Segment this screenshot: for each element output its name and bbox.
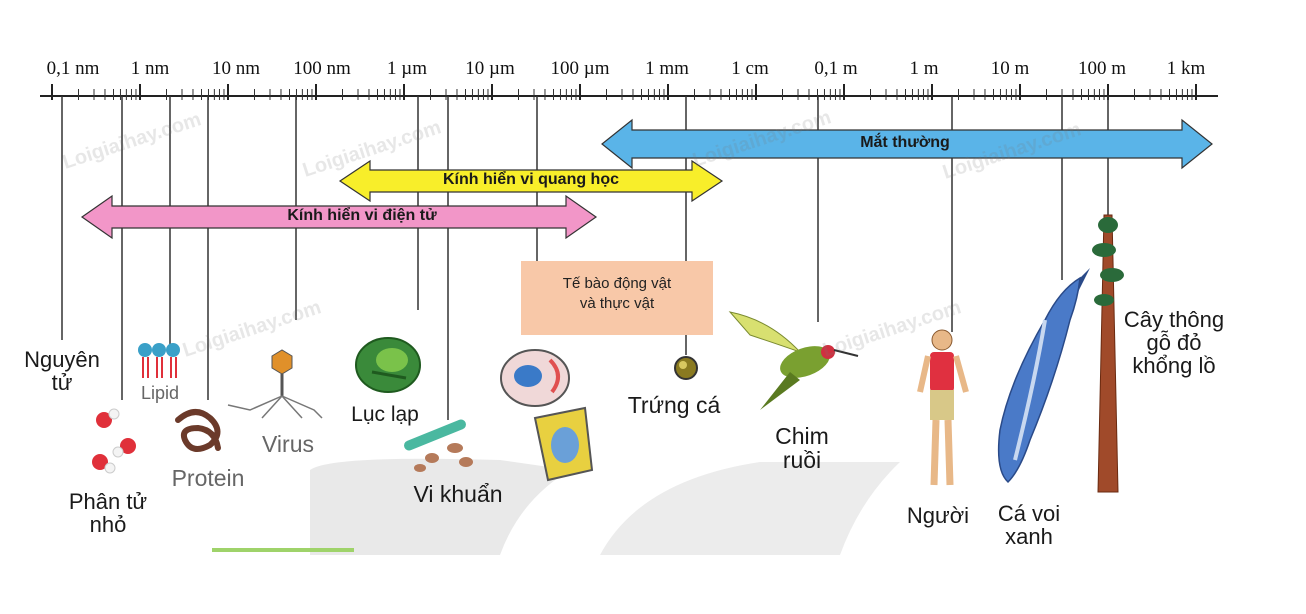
small-molecule-label-line-2: nhỏ	[89, 512, 127, 538]
atom-label-line-2: tử	[51, 370, 73, 396]
redwood-tree-label-line-1: Cây thông	[1123, 307, 1225, 332]
small-molecule-label-line-1: Phân tử	[68, 489, 148, 514]
light-microscope-range-label: Kính hiển vi quang học	[443, 171, 619, 188]
protein-label: Protein	[171, 465, 245, 491]
virus-label: Virus	[262, 431, 314, 457]
cell-label-line-2: và thực vật	[579, 295, 655, 312]
hummingbird-label: Chim ruồi	[760, 424, 844, 472]
scale-ticks	[51, 84, 1197, 100]
hummingbird-label-line-1: Chim	[775, 423, 829, 449]
electron-microscope-range-arrow	[80, 194, 598, 240]
redwood-tree-label: Cây thông gỗ đỏ khổng lồ	[1114, 308, 1234, 377]
chloroplast-icon	[355, 337, 421, 393]
atom-label: Nguyên tử	[22, 348, 102, 394]
blue-whale-icon	[997, 268, 1090, 484]
cell-label-box: Tế bào động vật và thực vật	[521, 261, 713, 335]
blue-whale-label-line-2: xanh	[1005, 524, 1053, 550]
scale-label-1-km: 1 km	[1166, 58, 1206, 79]
green-strip	[212, 548, 354, 552]
lipid-label: Lipid	[140, 383, 180, 403]
scale-label-10-um: 10 µm	[465, 58, 515, 79]
fish-egg-icon	[674, 356, 698, 380]
scale-label-100-nm: 100 nm	[293, 58, 351, 79]
scale-label-1-nm: 1 nm	[130, 58, 170, 79]
scale-label-1-m: 1 m	[909, 58, 939, 79]
protein-icon	[175, 409, 221, 452]
scale-label-100-um: 100 µm	[550, 58, 610, 79]
human-label: Người	[906, 503, 970, 528]
bacteria-label: Vi khuẩn	[413, 481, 503, 507]
background-shape-right	[600, 462, 900, 555]
eye-range-label: Mắt thường	[860, 134, 950, 151]
virus-icon	[227, 349, 323, 419]
scale-label-1-mm: 1 mm	[645, 58, 689, 79]
redwood-tree-label-line-2: gỗ đỏ	[1146, 330, 1202, 356]
scale-label-1-um: 1 µm	[387, 58, 427, 79]
plant-cell-icon	[533, 406, 594, 482]
scale-label-100-m: 100 m	[1077, 58, 1127, 79]
hummingbird-label-line-2: ruồi	[782, 447, 822, 474]
human-icon	[917, 329, 969, 486]
small-molecule-label: Phân tử nhỏ	[48, 490, 168, 536]
scale-label-10-nm: 10 nm	[211, 58, 261, 79]
redwood-tree-icon	[1092, 214, 1124, 493]
cell-label-line-1: Tế bào động vật	[562, 275, 672, 292]
hummingbird-icon	[728, 311, 859, 410]
scale-label-1-cm: 1 cm	[731, 58, 769, 79]
lipid-icon	[138, 343, 180, 378]
fish-egg-label: Trứng cá	[627, 392, 721, 418]
redwood-tree-label-line-3: khổng lồ	[1132, 353, 1216, 379]
eye-range-arrow	[601, 118, 1213, 170]
atom-label-line-1: Nguyên	[24, 347, 100, 372]
small-molecule-icon	[92, 408, 136, 474]
background-shape-left	[310, 458, 570, 555]
scale-label-10-m: 10 m	[990, 58, 1030, 79]
bacteria-icon	[404, 419, 473, 472]
blue-whale-label: Cá voi xanh	[984, 502, 1074, 548]
scale-label-0-1-nm: 0,1 nm	[46, 58, 100, 79]
animal-cell-icon	[500, 349, 570, 407]
scale-label-0-1-m: 0,1 m	[814, 58, 858, 79]
light-microscope-range-arrow	[338, 159, 724, 203]
blue-whale-label-line-1: Cá voi	[997, 501, 1061, 526]
electron-microscope-range-label: Kính hiển vi điện tử	[287, 207, 437, 224]
chloroplast-label: Lục lạp	[351, 403, 419, 426]
